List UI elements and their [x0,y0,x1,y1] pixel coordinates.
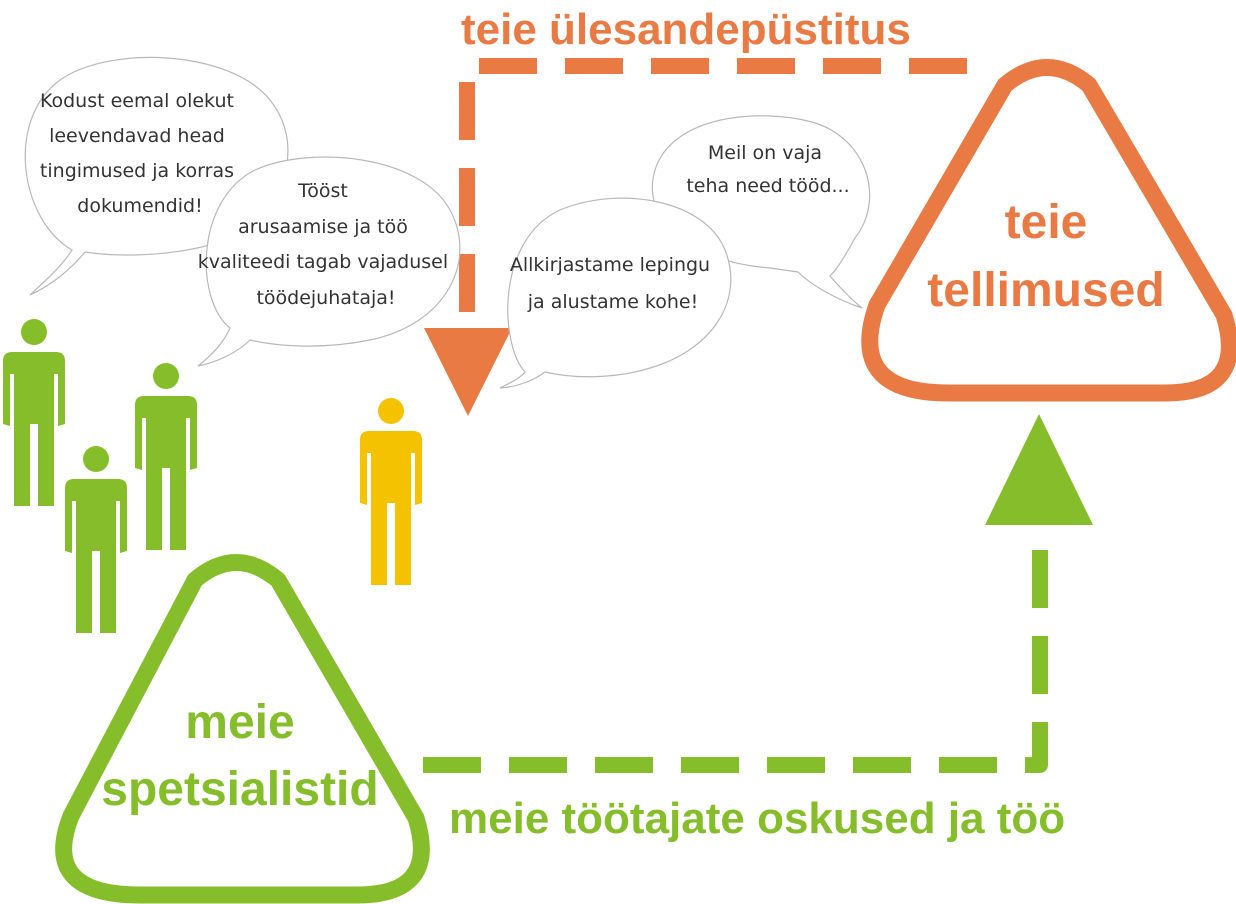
orders-triangle-line2: tellimused [927,264,1164,317]
bubble-quality-line: arusaamise ja töö [238,216,408,238]
speech-bubble-need: Meil on vaja teha need tööd... [651,115,871,309]
client-flow-label: teie ülesandepüstitus [461,5,911,54]
team-flow-dashed-line [423,526,1048,773]
arrow-up-icon [985,414,1093,525]
speech-bubble-contract-shape [499,197,732,389]
speech-bubble-contract: Allkirjastame lepingu ja alustame kohe! [499,197,732,389]
bubble-quality-line: kvaliteedi tagab vajadusel [198,251,448,273]
bubble-contract-line: Allkirjastame lepingu [510,254,710,276]
orders-triangle-line1: teie [1005,196,1088,249]
orders-triangle: teie tellimused [861,59,1236,402]
bubble-need-line: Meil on vaja [708,142,822,164]
specialists-triangle: meie spetsialistid [55,554,430,904]
bubble-conditions-line: Kodust eemal olekut [40,90,234,112]
client-flow: teie ülesandepüstitus [424,5,967,416]
bubble-conditions-line: leevendavad head [49,125,225,147]
speech-bubble-need-shape [651,115,871,309]
speech-bubble-quality-shape [197,156,461,367]
bubble-contract-line: ja alustame kohe! [527,291,698,313]
specialists-triangle-line1: meie [185,696,294,749]
person-icon [3,319,65,506]
speech-bubble-quality: Tööst arusaamise ja töö kvaliteedi tagab… [197,156,461,367]
bubble-conditions-line: tingimused ja korras [40,160,234,182]
svg-text:Meil on vaja teha need t: Meil on vaja teha need tööd... [686,142,849,197]
svg-text:Tööst arusaamise ja töö: Tööst arusaamise ja töö kvaliteedi tagab… [198,180,454,309]
bubble-conditions-line: dokumendid! [77,195,202,217]
team-flow-label: meie töötajate oskused ja töö [449,794,1065,843]
bubble-quality-line: Tööst [297,180,348,202]
orders-triangle-shape [861,59,1236,402]
team-flow: meie töötajate oskused ja töö [423,414,1093,843]
specialists-triangle-shape [55,554,430,904]
svg-text:Allkirjastame lepingu ja: Allkirjastame lepingu ja alustame kohe! [510,254,716,313]
specialists-triangle-line2: spetsialistid [101,763,378,816]
bubble-need-line: teha need tööd... [686,175,849,197]
person-icon [360,398,422,585]
arrow-down-icon [424,328,512,416]
person-icon [135,363,197,550]
bubble-quality-line: töödejuhataja! [256,287,395,309]
svg-text:Kodust eemal olekut leev: Kodust eemal olekut leevendavad head tin… [40,90,240,217]
person-icon [65,446,127,633]
